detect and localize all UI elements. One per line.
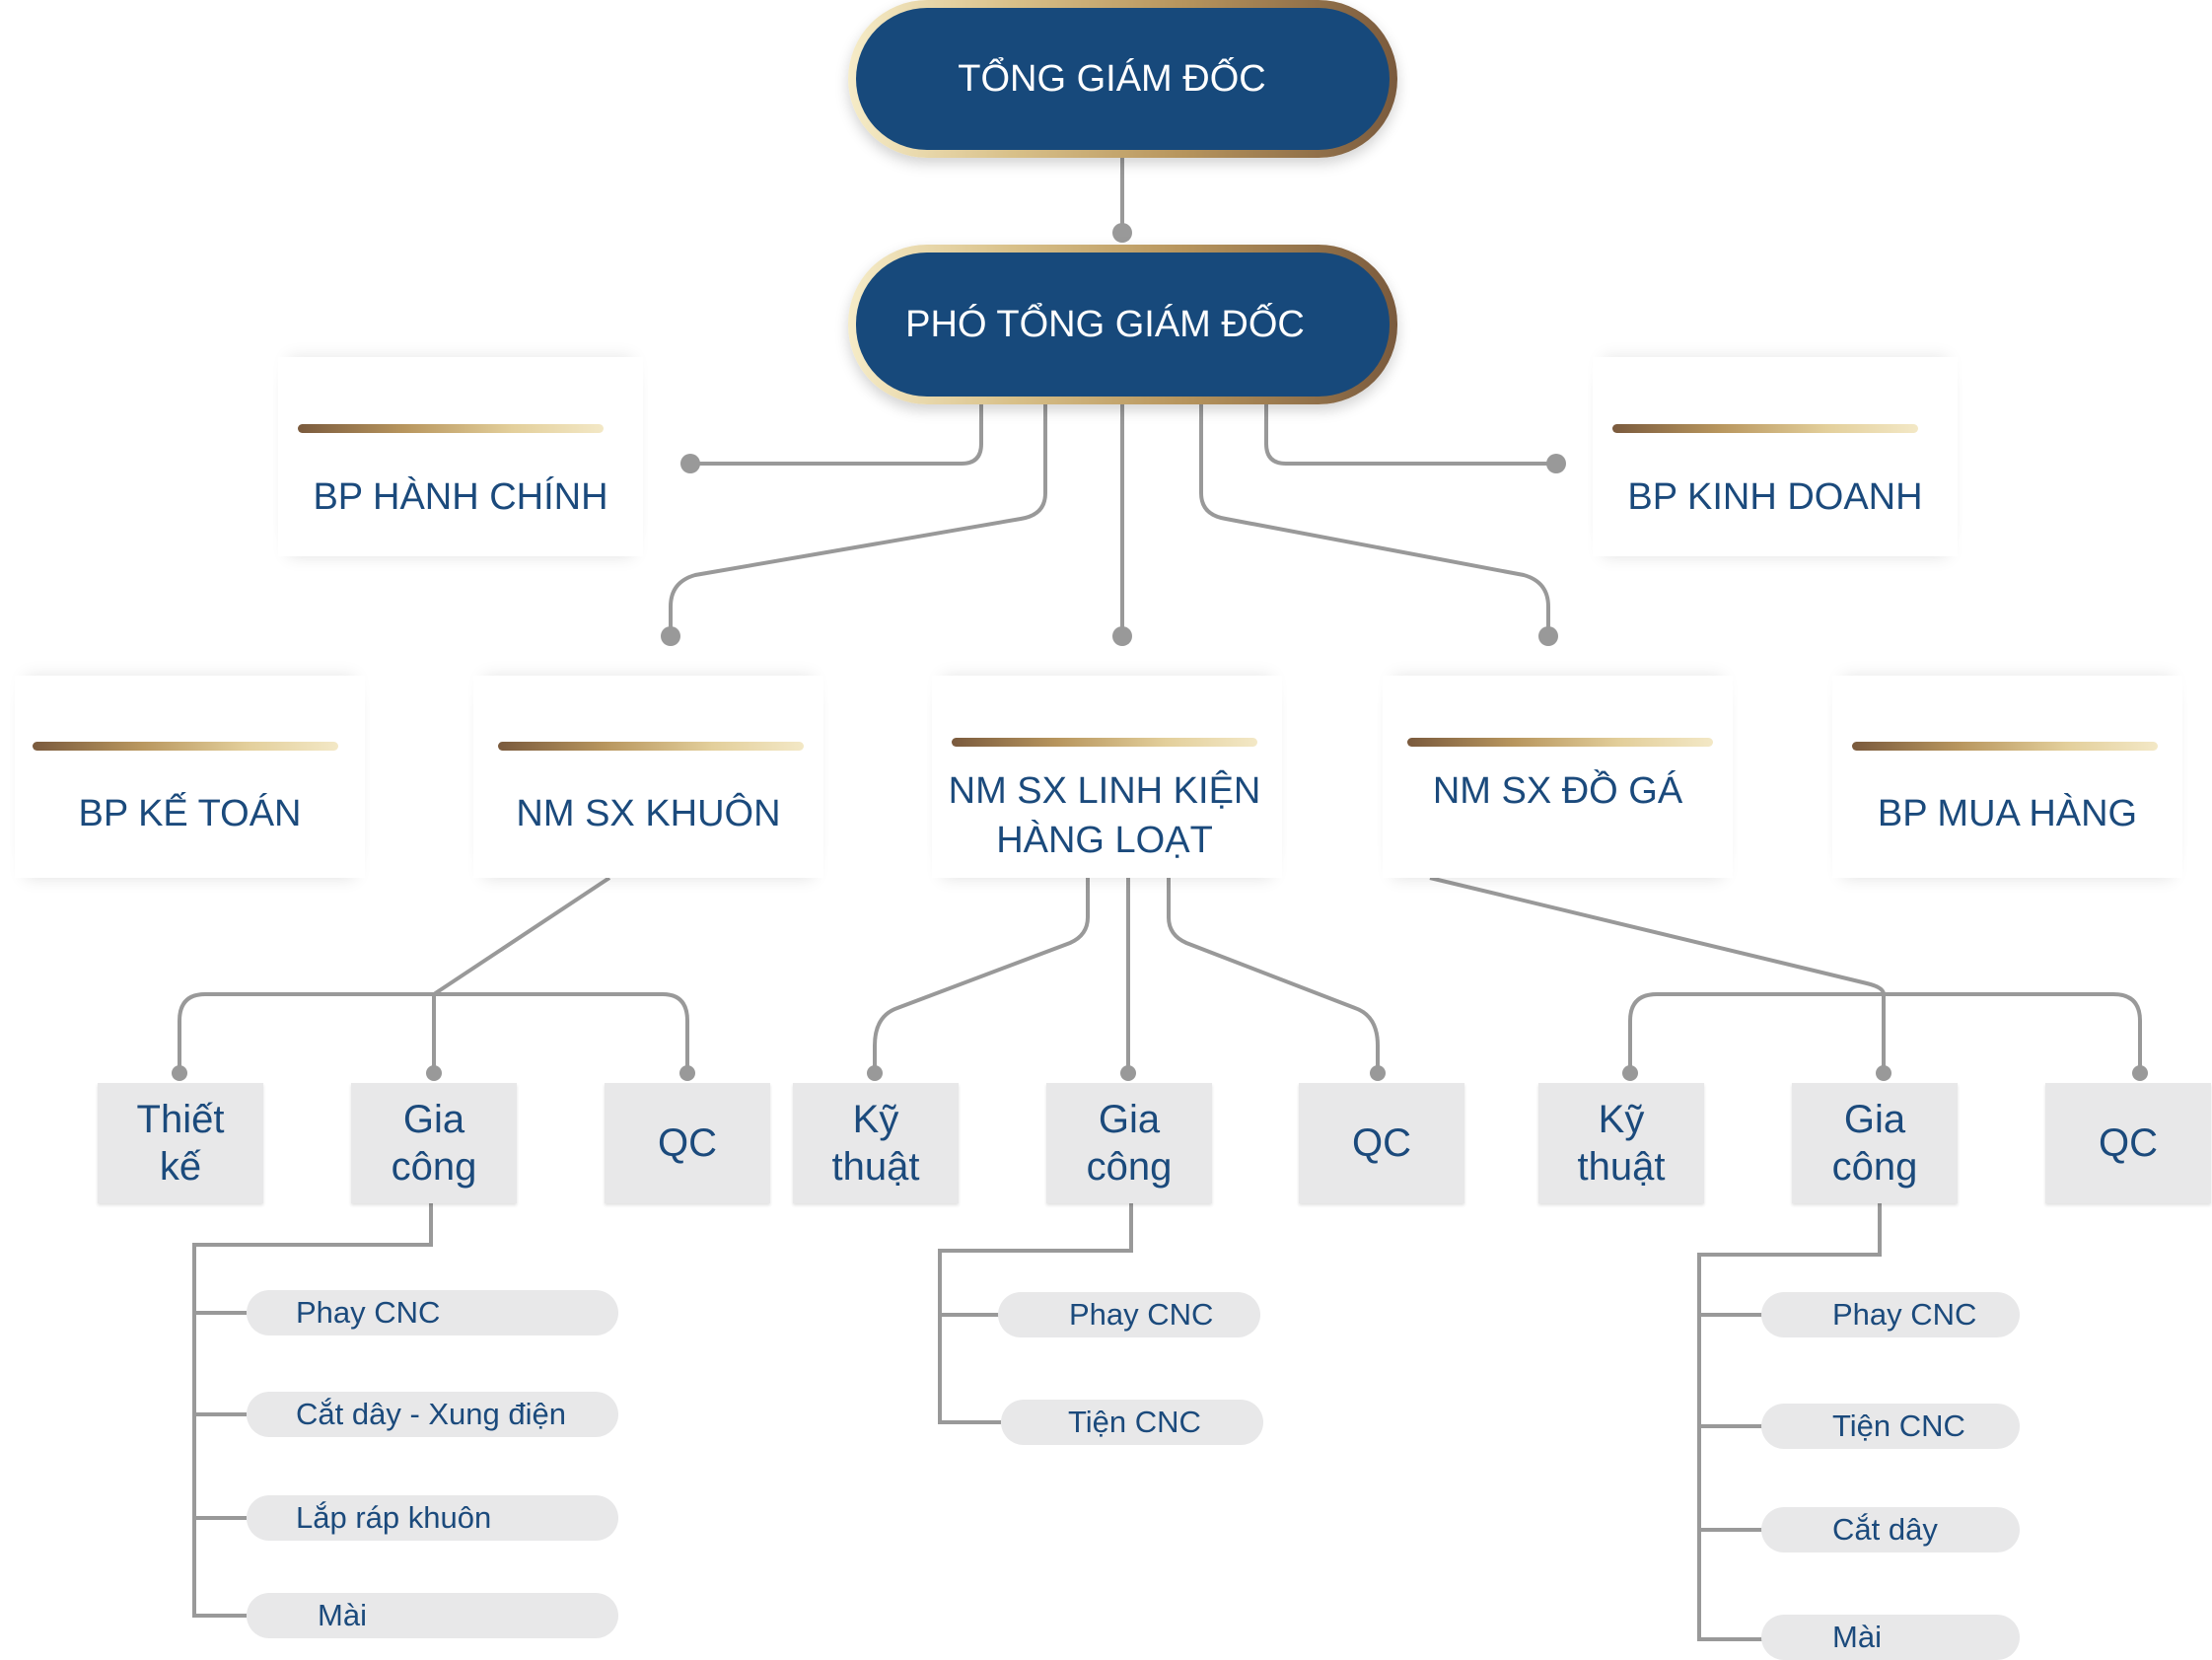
task-pill: Phay CNC (1761, 1292, 2020, 1337)
dept-jig-label: NM SX ĐỒ GÁ (1432, 770, 1683, 812)
gold-bar (1852, 742, 2158, 751)
unit-jig-engineering: Kỹ thuật (1538, 1083, 1704, 1203)
task-pill: Cắt dây - Xung điện (247, 1392, 618, 1437)
unit-design: Thiết kế (98, 1083, 263, 1203)
task-pill: Tiện CNC (1761, 1404, 2020, 1449)
unit-jig-machining: Gia công (1792, 1083, 1958, 1203)
gold-bar (498, 742, 804, 751)
task-pill: Lắp ráp khuôn (247, 1495, 618, 1541)
dept-parts-factory: NM SX LINH KIỆN HÀNG LOẠT (932, 676, 1282, 878)
unit-jig-qc: QC (2045, 1083, 2211, 1203)
dept-jig-factory: NM SX ĐỒ GÁ (1383, 676, 1733, 878)
dept-parts-label-line1: NM SX LINH KIỆN (948, 770, 1261, 812)
dept-mold-label: NM SX KHUÔN (516, 793, 781, 834)
unit-parts-engineering: Kỹ thuật (793, 1083, 959, 1203)
dept-parts-label-line2: HÀNG LOẠT (996, 820, 1213, 861)
task-pill: Cắt dây (1761, 1507, 2020, 1552)
gold-bar (952, 738, 1257, 747)
task-pill: Mài (247, 1593, 618, 1638)
deputy-node: PHÓ TỔNG GIÁM ĐỐC (848, 245, 1397, 404)
dept-admin: BP HÀNH CHÍNH (278, 357, 643, 556)
unit-parts-machining: Gia công (1046, 1083, 1212, 1203)
dept-purchasing: BP MUA HÀNG (1832, 676, 2182, 878)
gold-bar (1407, 738, 1713, 747)
task-pill: Phay CNC (247, 1290, 618, 1335)
deputy-label: PHÓ TỔNG GIÁM ĐỐC (856, 253, 1390, 397)
ceo-node: TỔNG GIÁM ĐỐC (848, 0, 1397, 158)
dept-sales-label: BP KINH DOANH (1627, 476, 1923, 518)
gold-bar (33, 742, 338, 751)
gold-bar (298, 424, 604, 433)
task-pill: Tiện CNC (1001, 1400, 1263, 1445)
unit-mold-qc: QC (605, 1083, 770, 1203)
task-pill: Mài (1761, 1615, 2020, 1660)
dept-sales: BP KINH DOANH (1593, 357, 1958, 556)
gold-bar (1612, 424, 1918, 433)
dept-accounting-label: BP KẾ TOÁN (78, 793, 302, 834)
unit-mold-machining: Gia công (351, 1083, 517, 1203)
dept-accounting: BP KẾ TOÁN (15, 676, 365, 878)
dept-admin-label: BP HÀNH CHÍNH (313, 476, 608, 518)
unit-parts-qc: QC (1299, 1083, 1464, 1203)
ceo-label: TỔNG GIÁM ĐỐC (856, 8, 1390, 150)
dept-mold-factory: NM SX KHUÔN (473, 676, 823, 878)
task-pill: Phay CNC (998, 1292, 1260, 1337)
dept-purchasing-label: BP MUA HÀNG (1877, 793, 2138, 834)
